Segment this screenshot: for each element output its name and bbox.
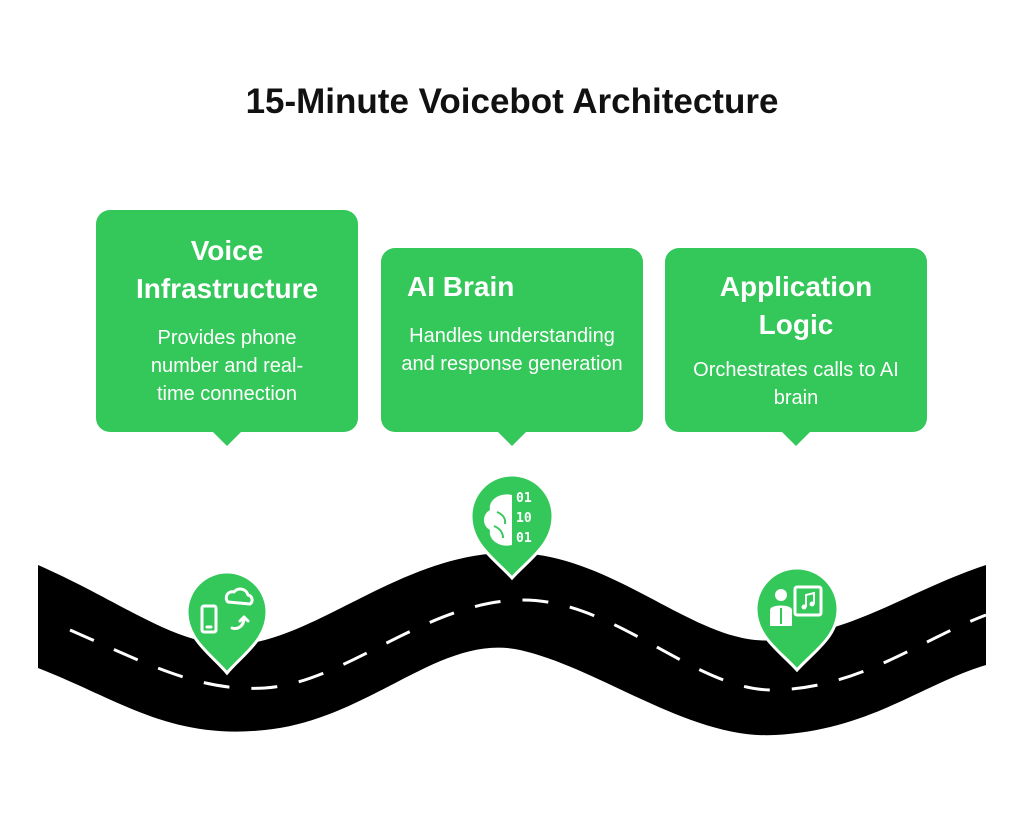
location-marker-app <box>754 566 840 673</box>
card-description: Orchestrates calls to AI brain <box>693 359 899 409</box>
location-marker-ai: 01 10 01 <box>469 473 555 581</box>
phone-cloud-sync-icon <box>200 587 254 634</box>
card-title: Voice Infrastructure <box>135 235 319 304</box>
card-description: Provides phone number and real-time conn… <box>150 327 304 405</box>
card-title: AI Brain <box>407 271 515 302</box>
road-center-line <box>69 598 987 692</box>
brain-binary-icon: 01 10 01 <box>484 491 532 546</box>
card-description: Handles understanding and response gener… <box>401 325 623 375</box>
binary-digits-row-2: 10 <box>516 511 532 526</box>
person-music-board-icon <box>770 585 823 626</box>
binary-digits-row-3: 01 <box>516 531 532 546</box>
road <box>38 552 986 736</box>
card-application-logic: Application Logic Orchestrates calls to … <box>665 248 927 446</box>
diagram-title: 15-Minute Voicebot Architecture <box>245 82 779 121</box>
binary-digits-row-1: 01 <box>516 491 532 506</box>
card-voice-infrastructure: Voice Infrastructure Provides phone numb… <box>96 210 358 446</box>
card-ai-brain: AI Brain Handles understanding and respo… <box>381 248 643 446</box>
card-title: Application Logic <box>719 271 873 340</box>
location-marker-voice <box>185 570 269 676</box>
